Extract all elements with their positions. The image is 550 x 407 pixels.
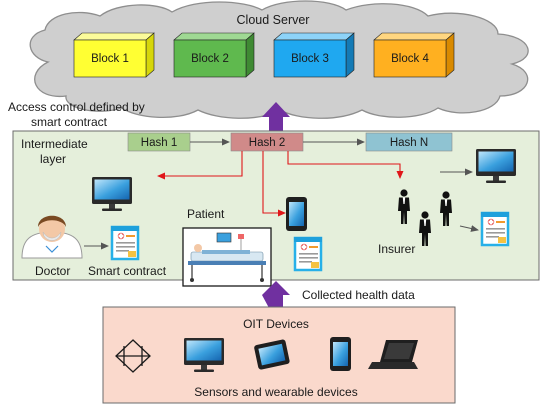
block-3-label: Block 3 xyxy=(291,53,329,65)
access-control-line1: Access control defined by xyxy=(8,100,145,114)
block-1: Block 1 xyxy=(73,32,155,78)
insurer-link-arrow-contract xyxy=(459,225,479,232)
hash-n-label: Hash N xyxy=(390,137,428,149)
block-2-front xyxy=(173,39,247,78)
hash-1-label: Hash 1 xyxy=(141,137,177,149)
red-access-arrows xyxy=(157,151,404,217)
block-4: Block 4 xyxy=(373,32,455,78)
oit-laptop-icon xyxy=(368,340,418,369)
block-4-front xyxy=(373,39,447,78)
oit-tablet-icon xyxy=(254,339,290,370)
hash-2-label: Hash 2 xyxy=(249,137,285,149)
red-arrow-to-doctor xyxy=(157,151,243,180)
access-control-line2: smart contract xyxy=(31,115,108,129)
block-3-top xyxy=(273,32,355,41)
cloud-title: Cloud Server xyxy=(237,13,310,27)
patient-label: Patient xyxy=(187,207,225,221)
purple-arrow-to-cloud xyxy=(262,102,290,131)
smart-contract-label: Smart contract xyxy=(88,264,167,278)
intermediate-label-line2: layer xyxy=(40,152,66,166)
block-3-front xyxy=(273,39,347,78)
sensor-icon xyxy=(115,339,151,373)
block-4-side xyxy=(445,32,455,78)
red-arrow-to-insurer xyxy=(287,151,404,179)
block-4-label: Block 4 xyxy=(391,53,429,65)
block-2: Block 2 xyxy=(173,32,255,78)
block-1-label: Block 1 xyxy=(91,53,129,65)
intermediate-layer-panel xyxy=(12,130,540,281)
patient-bed-icon xyxy=(182,227,272,287)
block-2-side xyxy=(245,32,255,78)
insurer-label: Insurer xyxy=(378,242,415,256)
patient-phone-icon xyxy=(286,197,307,231)
block-3-side xyxy=(345,32,355,78)
block-1-front xyxy=(73,39,147,78)
patient-contract-document-icon xyxy=(292,235,324,272)
block-4-top xyxy=(373,32,455,41)
purple-arrow-collected xyxy=(262,281,290,308)
insurer-contract-document-icon xyxy=(479,210,511,247)
doctor-avatar-icon xyxy=(21,215,83,259)
intermediate-label-line1: Intermediate xyxy=(21,137,88,151)
collected-health-data-label: Collected health data xyxy=(302,288,415,302)
red-arrow-to-patient xyxy=(262,151,286,217)
doctor-contract-document-icon xyxy=(109,224,141,261)
block-1-top xyxy=(73,32,155,41)
block-3: Block 3 xyxy=(273,32,355,78)
block-2-top xyxy=(173,32,255,41)
oit-caption: Sensors and wearable devices xyxy=(194,385,357,399)
block-1-side xyxy=(145,32,155,78)
doctor-label: Doctor xyxy=(35,264,70,278)
oit-phone-icon xyxy=(330,337,351,371)
block-2-label: Block 2 xyxy=(191,53,229,65)
oit-title: OIT Devices xyxy=(243,317,309,331)
hash-n-box xyxy=(365,132,453,152)
